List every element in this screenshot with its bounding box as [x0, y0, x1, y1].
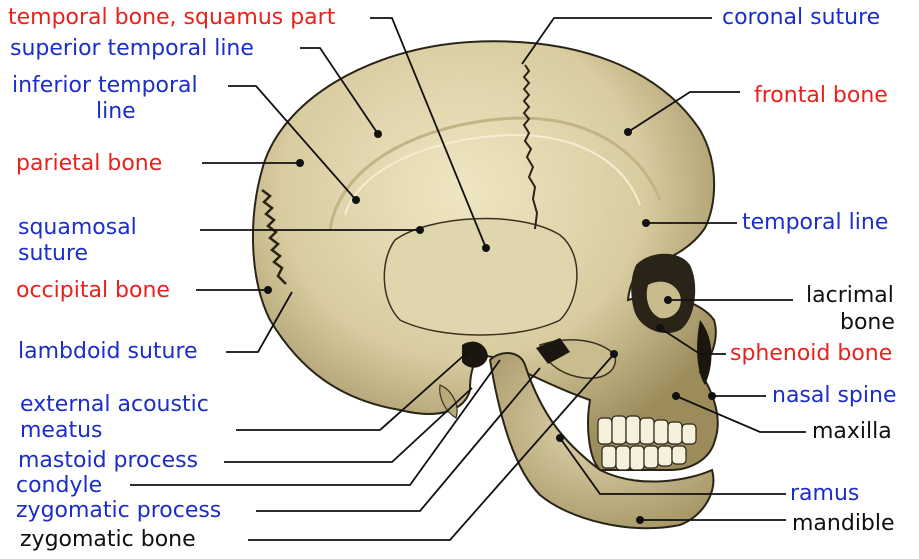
- label-maxilla: maxilla: [812, 420, 892, 444]
- label-frontal-bone: frontal bone: [754, 84, 888, 108]
- label-lacrimal-bone-2: bone: [840, 311, 895, 335]
- teeth: [598, 416, 696, 470]
- label-ramus: ramus: [790, 482, 859, 506]
- label-superior-temporal-line: superior temporal line: [10, 37, 254, 61]
- label-temporal-line: temporal line: [742, 211, 888, 235]
- label-zygomatic-bone: zygomatic bone: [20, 528, 196, 552]
- label-occipital-bone: occipital bone: [16, 279, 170, 303]
- label-sphenoid-bone: sphenoid bone: [730, 342, 892, 366]
- label-external-acoustic-1: external acoustic: [20, 393, 209, 417]
- label-coronal-suture: coronal suture: [722, 6, 880, 30]
- label-temporal-bone-squamus: temporal bone, squamus part: [8, 6, 335, 30]
- label-parietal-bone: parietal bone: [16, 152, 162, 176]
- label-squamosal-suture-1: squamosal: [18, 216, 137, 240]
- label-squamosal-suture-2: suture: [18, 242, 88, 266]
- label-mandible: mandible: [792, 512, 895, 536]
- label-nasal-spine: nasal spine: [772, 384, 897, 408]
- label-inferior-temporal-line-1: inferior temporal: [12, 74, 198, 98]
- label-inferior-temporal-line-2: line: [96, 100, 136, 124]
- label-lambdoid-suture: lambdoid suture: [18, 340, 198, 364]
- label-zygomatic-process: zygomatic process: [16, 499, 221, 523]
- label-external-acoustic-2: meatus: [20, 419, 102, 443]
- label-mastoid-process: mastoid process: [18, 449, 198, 473]
- label-condyle: condyle: [16, 474, 102, 498]
- label-lacrimal-bone-1: lacrimal: [806, 284, 894, 308]
